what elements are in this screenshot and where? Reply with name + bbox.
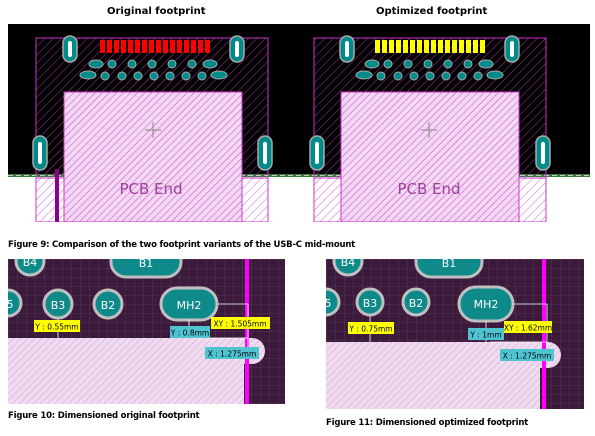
- dim-xy: XY : 1.62mm: [504, 324, 552, 333]
- dim-y-left: Y : 0.55mm: [34, 323, 78, 332]
- pad-label-mh2: MH2: [177, 299, 202, 312]
- pad-label-5: 5: [8, 298, 14, 311]
- optimized-footprint-title: Optimized footprint: [376, 6, 488, 17]
- original-footprint-title: Original footprint: [107, 6, 206, 17]
- pad-label-b3: B3: [363, 297, 378, 310]
- figure-11-caption: Figure 11: Dimensioned optimized footpri…: [326, 418, 529, 428]
- dim-y-left: Y : 0.75mm: [348, 325, 392, 334]
- dimensioned-original-image: B4 B1 5 B3 B2 MH2 Y : 0.55mm Y : 0.8mm X…: [8, 259, 285, 404]
- dimensioned-optimized-svg: B4 B1 5 B3 B2 MH2 Y : 0.75mm Y : 1mm XY …: [326, 259, 584, 409]
- dimensioned-optimized-image: B4 B1 5 B3 B2 MH2 Y : 0.75mm Y : 1mm XY …: [326, 259, 584, 409]
- dim-xy: XY : 1.505mm: [213, 320, 266, 329]
- pad-label-b4: B4: [23, 259, 38, 269]
- pad-label-b3: B3: [51, 299, 66, 312]
- footprint-comparison-svg: PCB End: [8, 24, 590, 222]
- dim-y-right: Y : 1mm: [469, 331, 501, 340]
- dimensioned-original-svg: B4 B1 5 B3 B2 MH2 Y : 0.55mm Y : 0.8mm X…: [8, 259, 285, 404]
- optimized-pcb-end-label: PCB End: [397, 180, 460, 198]
- optimized-footprint: PCB End: [309, 35, 551, 222]
- pad-label-mh2: MH2: [474, 298, 499, 311]
- figure-10-caption: Figure 10: Dimensioned original footprin…: [8, 411, 200, 421]
- pad-label-b4: B4: [341, 259, 356, 269]
- original-pcb-end-label: PCB End: [119, 180, 182, 198]
- dim-x: X : 1.275mm: [503, 352, 552, 361]
- pad-label-5: 5: [326, 297, 332, 310]
- pad-label-b2: B2: [409, 297, 424, 310]
- pad-label-b2: B2: [101, 299, 116, 312]
- pad-label-b1: B1: [442, 259, 457, 270]
- dim-x: X : 1.275mm: [208, 350, 257, 359]
- pad-label-b1: B1: [139, 259, 154, 270]
- footprint-comparison-image: PCB End: [8, 24, 590, 222]
- original-footprint: PCB End: [32, 35, 273, 222]
- figure-9-caption: Figure 9: Comparison of the two footprin…: [8, 240, 356, 250]
- dim-y-right: Y : 0.8mm: [170, 329, 209, 338]
